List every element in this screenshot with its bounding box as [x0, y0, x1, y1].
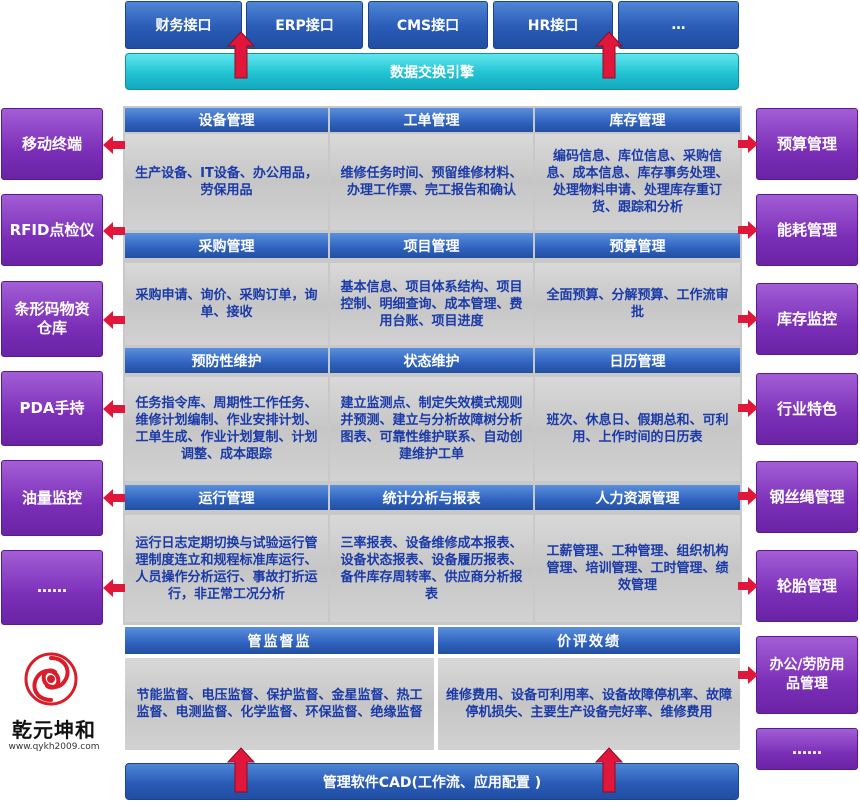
- module-header: 采购管理: [125, 233, 328, 258]
- left-arrow-icon: [103, 489, 125, 507]
- interface-cms: CMS接口: [368, 1, 488, 49]
- module-content: 编码信息、库位信息、采购信息、成本信息、库存事务处理、处理物料申请、处理库存重订…: [535, 134, 740, 230]
- right-arrow-icon: [738, 310, 758, 328]
- company-url: www.qykh2009.com: [8, 742, 100, 752]
- company-name: 乾元坤和: [12, 718, 96, 742]
- module-content: 三率报表、设备维修成本报表、设备状态报表、设备履历报表、备件库存周转率、供应商分…: [330, 515, 533, 622]
- left-item-mobile-terminal: 移动终端: [1, 108, 103, 180]
- left-arrow-icon: [103, 400, 125, 418]
- right-arrow-icon: [738, 666, 758, 684]
- module-content: 生产设备、IT设备、办公用品，劳保用品: [125, 134, 328, 230]
- right-item-inventory-monitor: 库存监控: [756, 283, 858, 355]
- module-header: 库存管理: [535, 108, 740, 132]
- right-arrow-icon: [738, 399, 758, 417]
- right-item-energy: 能耗管理: [756, 194, 858, 266]
- module-content: 运行日志定期切换与试验运行管理制度连立和规程标准库运行、人员操作分析运行、事故打…: [125, 515, 328, 622]
- up-arrow-icon: [226, 31, 256, 79]
- left-arrow-icon: [103, 136, 125, 154]
- module-content: 全面预算、分解预算、工作流审批: [535, 263, 740, 345]
- supervision-content: 节能监督、电压监督、保护监督、金星监督、热工监督、电测监督、化学监督、环保监督、…: [125, 658, 434, 750]
- module-header: 预算管理: [535, 233, 740, 258]
- module-content: 维修任务时间、预留维修材料、办理工作票、完工报告和确认: [330, 134, 533, 230]
- module-content: 建立监测点、制定失效模式规则并预测、建立与分析故障树分析图表、可靠性维护联系、自…: [330, 377, 533, 481]
- up-arrow-icon: [594, 747, 624, 793]
- module-content: 采购申请、询价、采购订单，询单、接收: [125, 263, 328, 345]
- right-item-office-supplies: 办公/劳防用品管理: [756, 636, 858, 714]
- right-item-industry: 行业特色: [756, 373, 858, 445]
- module-header: 预防性维护: [125, 348, 328, 373]
- left-arrow-icon: [103, 311, 125, 329]
- module-header: 运行管理: [125, 485, 328, 510]
- module-content: 任务指令库、周期性工作任务、维修计划编制、作业安排计划、工单生成、作业计划复制、…: [125, 377, 328, 481]
- module-header: 统计分析与报表: [330, 485, 533, 510]
- interface-hr: HR接口: [493, 1, 613, 49]
- module-header: 日历管理: [535, 348, 740, 373]
- left-arrow-icon: [103, 579, 125, 597]
- section-header-supervision: 管监督监: [125, 627, 434, 654]
- company-logo-icon: [24, 652, 78, 706]
- right-arrow-icon: [738, 135, 758, 153]
- left-item-more: ……: [1, 550, 103, 625]
- right-item-wire-rope: 钢丝绳管理: [756, 461, 858, 533]
- left-item-barcode: 条形码物资仓库: [1, 281, 103, 357]
- section-header-evaluation: 价评效绩: [438, 627, 740, 654]
- right-arrow-icon: [738, 487, 758, 505]
- interface-finance: 财务接口: [125, 1, 242, 49]
- left-item-rfid: RFID点检仪: [1, 194, 103, 266]
- module-header: 状态维护: [330, 348, 533, 373]
- left-item-pda: PDA手持: [1, 371, 103, 446]
- right-item-budget: 预算管理: [756, 108, 858, 180]
- module-header: 人力资源管理: [535, 485, 740, 510]
- module-content: 工薪管理、工种管理、组织机构管理、培训管理、工时管理、绩效管理: [535, 515, 740, 622]
- right-arrow-icon: [738, 221, 758, 239]
- evaluation-content: 维修费用、设备可利用率、设备故障停机率、故障停机损失、主要生产设备完好率、维修费…: [438, 658, 740, 750]
- right-item-more: ……: [756, 728, 858, 770]
- left-item-oil-monitor: 油量监控: [1, 460, 103, 536]
- management-software-bar: 管理软件CAD(工作流、应用配置 ): [125, 763, 739, 800]
- left-arrow-icon: [103, 222, 125, 240]
- up-arrow-icon: [594, 31, 624, 79]
- data-exchange-engine: 数据交换引擎: [125, 53, 739, 90]
- interface-erp: ERP接口: [246, 1, 363, 49]
- module-header: 设备管理: [125, 108, 328, 132]
- up-arrow-icon: [226, 747, 256, 793]
- right-arrow-icon: [738, 577, 758, 595]
- module-content: 基本信息、项目体系结构、项目控制、明细查询、成本管理、费用台账、项目进度: [330, 263, 533, 345]
- module-header: 项目管理: [330, 233, 533, 258]
- interface-more: …: [618, 1, 739, 49]
- module-content: 班次、休息日、假期总和、可利用、上作时间的日历表: [535, 377, 740, 481]
- right-item-tire: 轮胎管理: [756, 550, 858, 622]
- module-header: 工单管理: [330, 108, 533, 132]
